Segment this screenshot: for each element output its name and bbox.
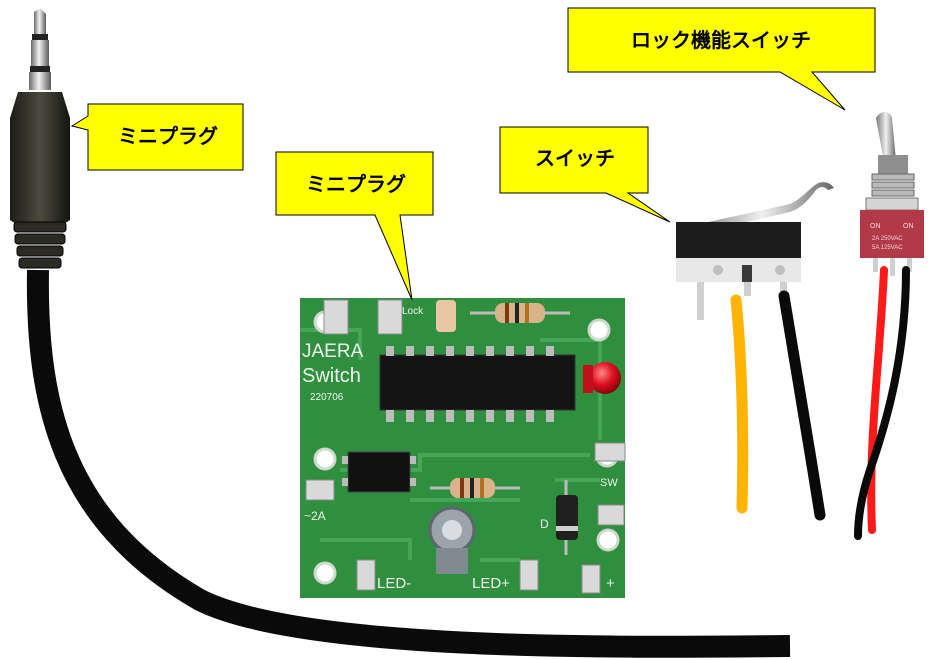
callout-lock-switch-balloon: [567, 7, 876, 111]
board-plus: +: [606, 575, 615, 592]
toggle-rating-1: 2A 250VAC: [872, 236, 903, 242]
mini-plug-left: [10, 8, 70, 269]
micro-switch: [676, 182, 834, 320]
callout-plug-board-balloon: [275, 151, 434, 301]
black-wire-toggle: [854, 266, 910, 540]
callout-plug-board-label: ミニプラグ: [306, 172, 406, 196]
toggle-rating-2: 5A 125VAC: [872, 245, 903, 251]
callout-lock-switch-label: ロック機能スイッチ: [631, 28, 811, 52]
board-model: Switch: [302, 365, 361, 387]
board-date: 220706: [310, 392, 344, 403]
board-led-minus: LED-: [377, 575, 412, 592]
callout-plug-left-balloon: [70, 103, 244, 171]
board-lock: Lock: [402, 306, 424, 317]
red-wire: [867, 266, 888, 534]
pcb-board: [300, 298, 626, 598]
callout-switch-balloon: [499, 126, 671, 223]
toggle-switch: [860, 112, 924, 276]
board-led-plus: LED+: [472, 575, 510, 592]
board-diode: D: [540, 517, 549, 531]
black-wire-microswitch: [778, 290, 826, 521]
board-brand: JAERA: [302, 341, 364, 362]
black-cable: [26, 269, 791, 658]
board-current: ~2A: [304, 509, 326, 523]
toggle-on-right: ON: [903, 223, 914, 230]
callout-plug-left-label: ミニプラグ: [118, 124, 218, 148]
yellow-wire: [730, 294, 749, 514]
callout-switch-label: スイッチ: [535, 146, 615, 170]
toggle-on-left: ON: [870, 223, 881, 230]
board-sw: SW: [600, 477, 618, 489]
